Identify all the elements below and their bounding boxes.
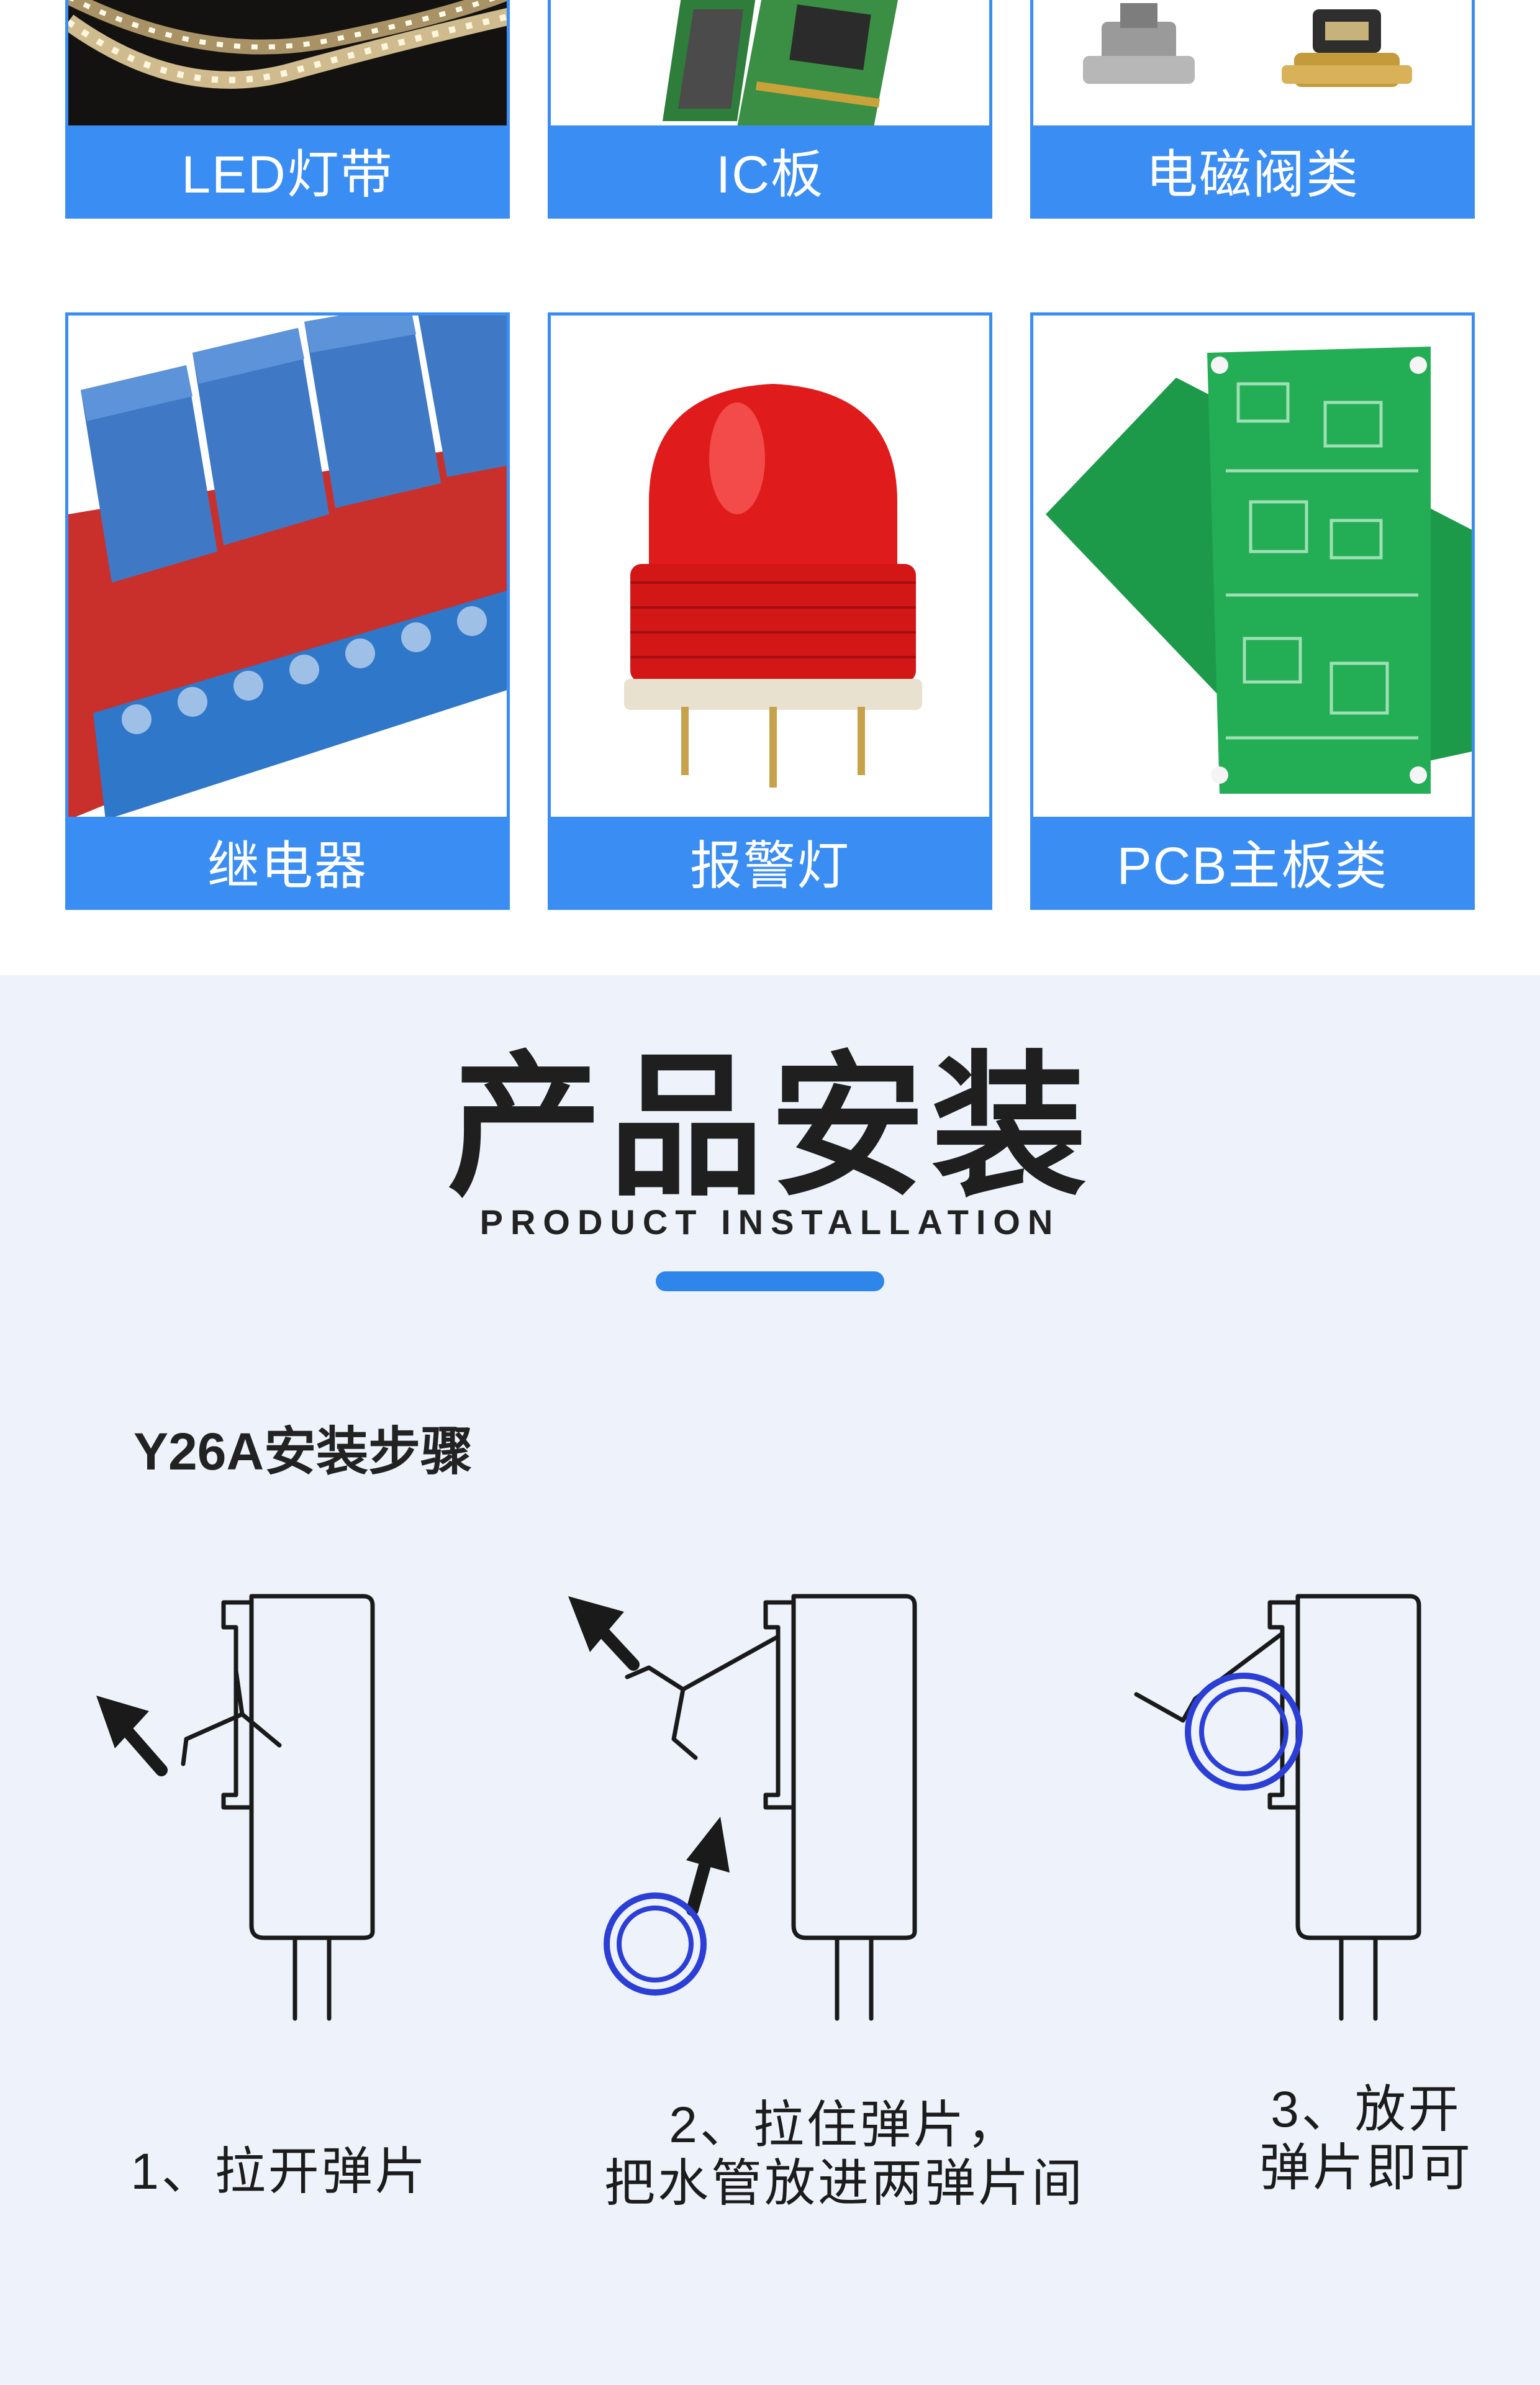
product-label: 电磁阀类	[1033, 125, 1472, 216]
step2-pipe-ring	[604, 1892, 707, 1996]
step3-device	[1134, 1594, 1421, 2021]
step2-line1: 2、拉住弹片，	[669, 2097, 1020, 2153]
product-card-ic-board[interactable]: IC板	[548, 0, 992, 219]
step1-caption: 1、拉开弹片	[93, 2143, 466, 2201]
relay-image	[68, 316, 507, 820]
product-card-relay[interactable]: 继电器	[65, 312, 510, 910]
step3-line2: 弹片即可	[1259, 2140, 1473, 2197]
pcb-board-image	[1033, 316, 1472, 820]
product-label: LED灯带	[68, 125, 507, 216]
product-card-led-strip[interactable]: LED灯带	[65, 0, 510, 219]
product-card-alarm-light[interactable]: 报警灯	[548, 312, 992, 910]
step2-arrowhead-up	[568, 1596, 624, 1652]
step3-line1: 3、放开	[1270, 2081, 1462, 2138]
title-underline	[656, 1271, 884, 1291]
product-label: 继电器	[68, 817, 507, 907]
product-label: IC板	[551, 125, 989, 216]
ic-board-image	[551, 0, 989, 129]
product-card-solenoid-valve[interactable]: 电磁阀类	[1030, 0, 1475, 219]
installation-diagram	[96, 1594, 1421, 2021]
steps-title: Y26A安装步骤	[134, 1422, 473, 1481]
installation-section: 产品安装 PRODUCT INSTALLATION Y26A安装步骤	[0, 975, 1540, 2385]
led-strip-image	[68, 0, 507, 129]
step1-line1: 1、拉开弹片	[130, 2143, 428, 2200]
solenoid-valve-image	[1033, 0, 1472, 129]
step2-device	[625, 1594, 917, 2021]
step1-arrowhead	[96, 1696, 149, 1748]
alarm-light-image	[551, 316, 989, 820]
step2-line2: 把水管放进两弹片间	[604, 2155, 1085, 2212]
section-subtitle: PRODUCT INSTALLATION	[479, 1202, 1061, 1242]
step2-arrowhead-pipe	[686, 1817, 730, 1873]
section-title: 产品安装	[447, 1040, 1093, 1214]
product-label: PCB主板类	[1033, 817, 1472, 907]
step3-caption: 3、放开 弹片即可	[1217, 2081, 1515, 2198]
step2-caption: 2、拉住弹片， 把水管放进两弹片间	[559, 2096, 1130, 2214]
step3-pipe-ring	[1185, 1673, 1303, 1791]
product-label: 报警灯	[551, 817, 989, 907]
product-card-pcb-board[interactable]: PCB主板类	[1030, 312, 1475, 910]
step1-device	[181, 1594, 375, 2021]
product-grid: LED灯带 IC板	[0, 0, 1540, 975]
